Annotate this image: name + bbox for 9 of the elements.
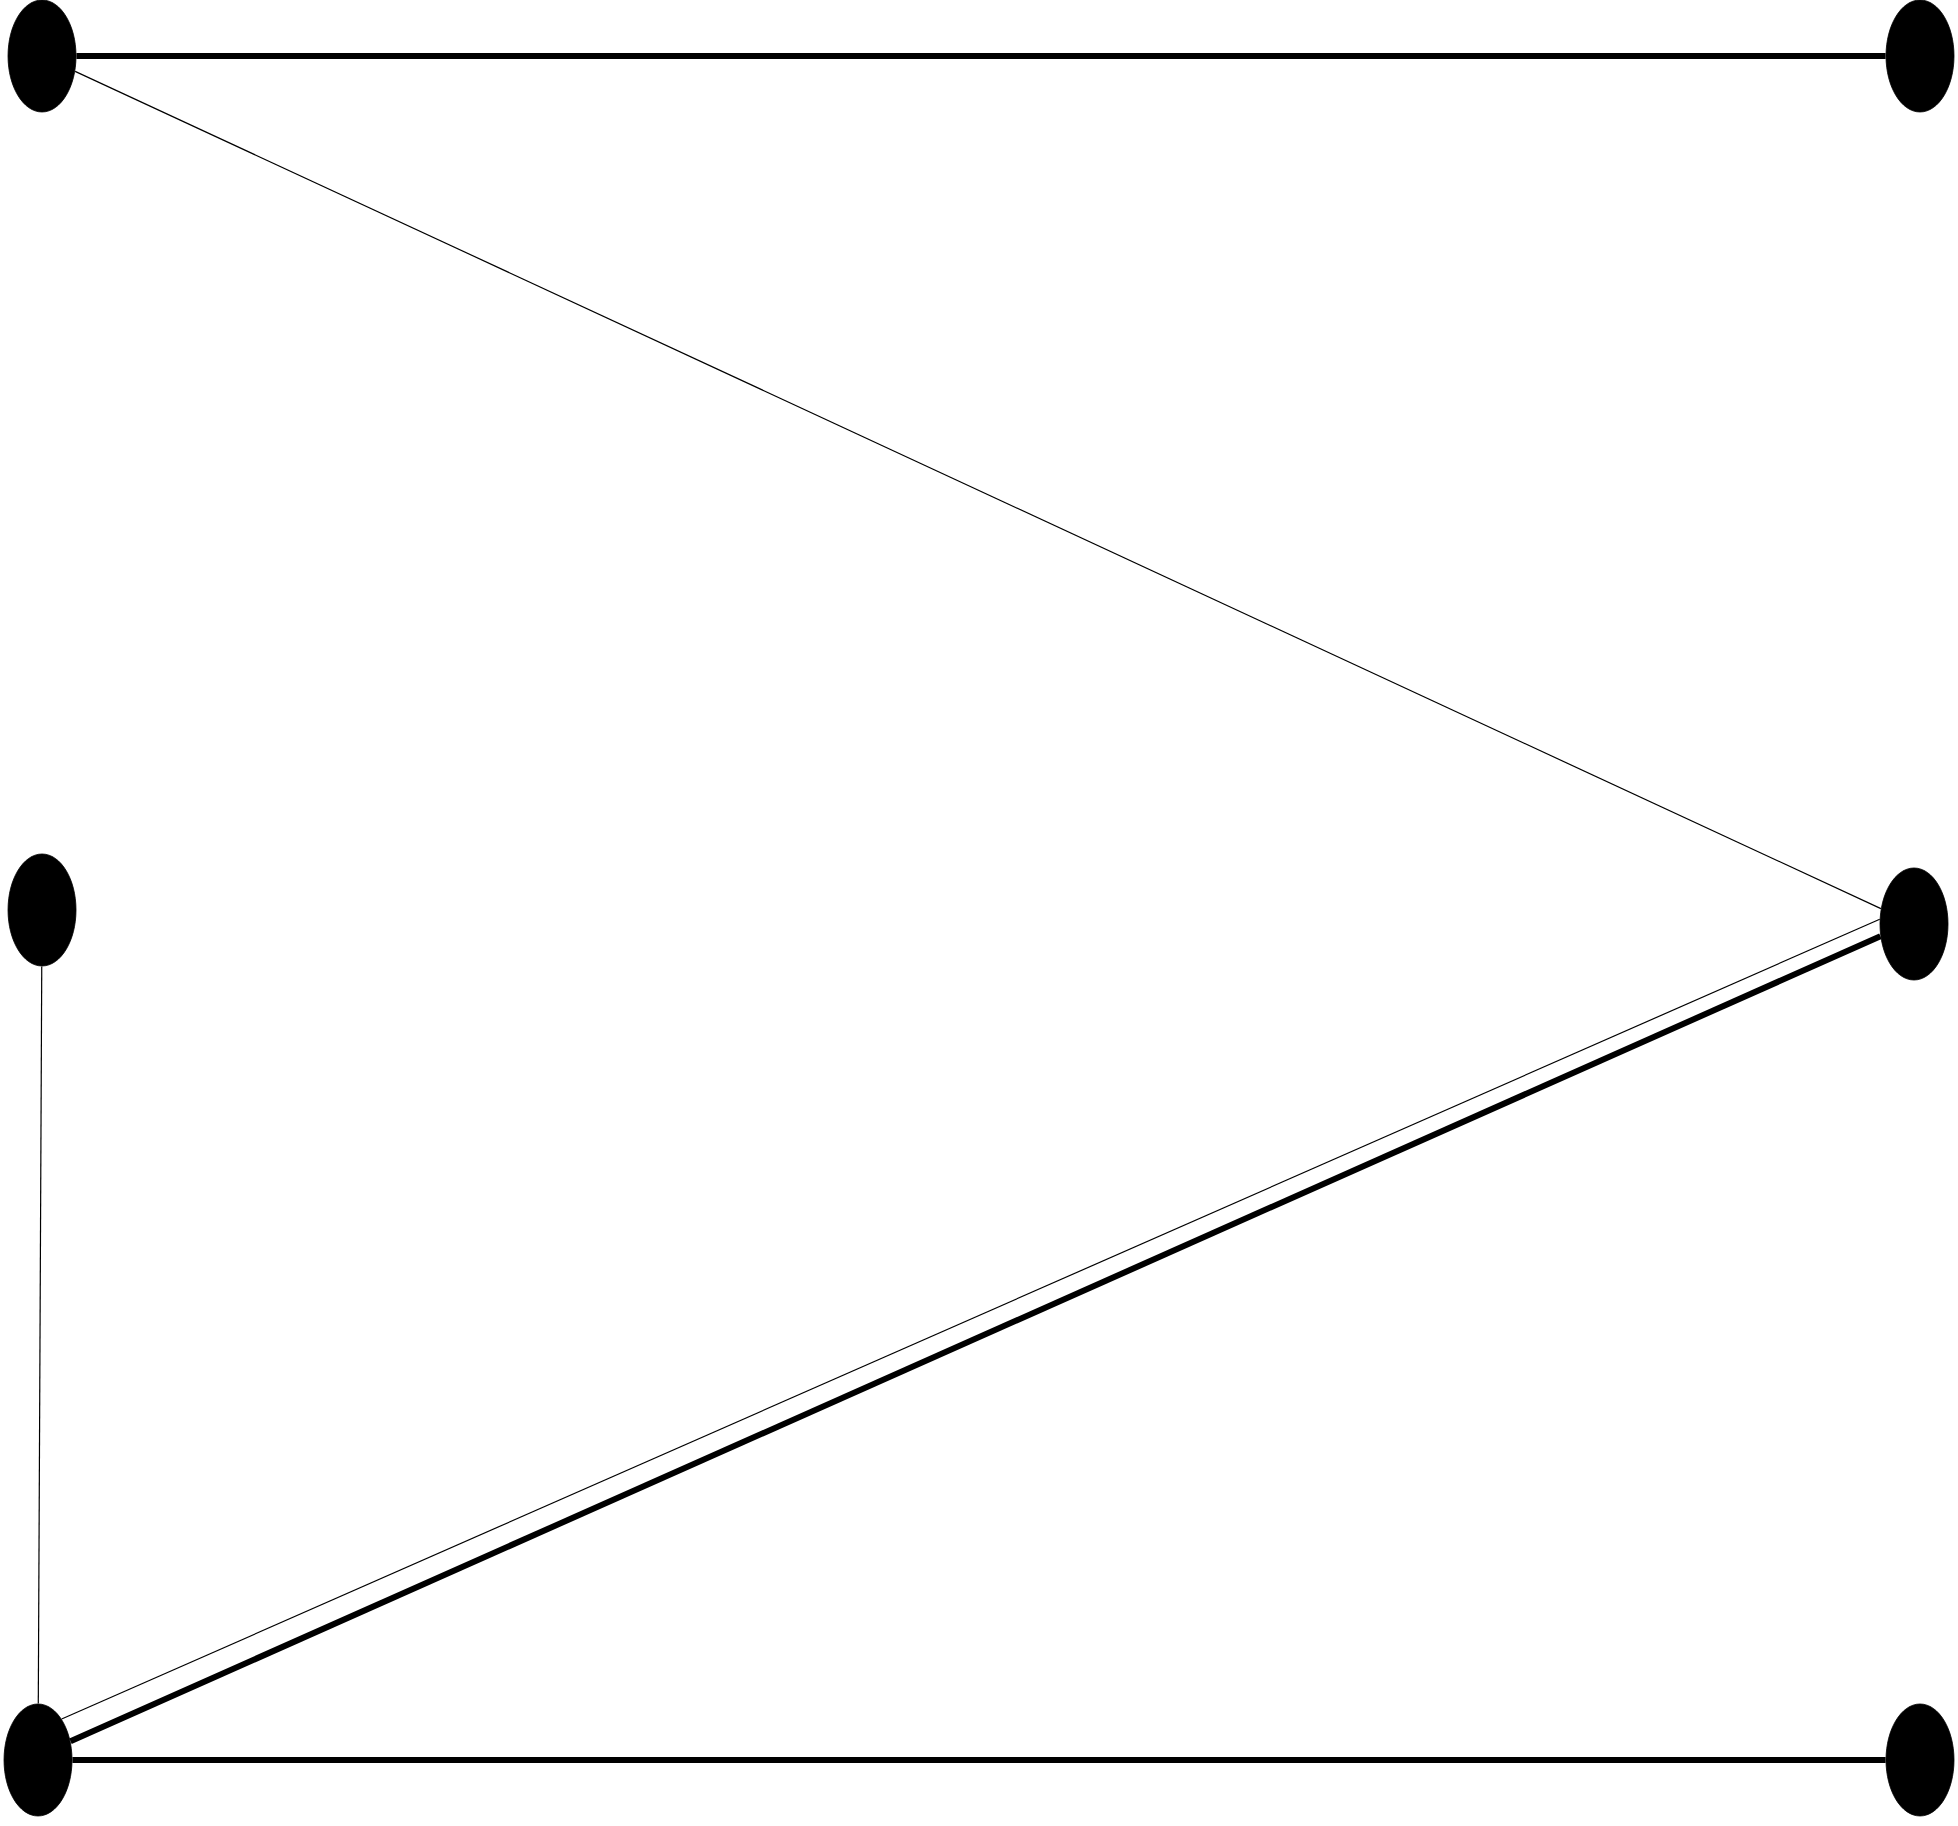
ellipse-node <box>3 1703 73 1817</box>
ellipse-node <box>1885 0 1955 113</box>
connector-line <box>37 965 43 1705</box>
connector-line <box>76 53 1886 59</box>
ellipse-node <box>1879 867 1949 981</box>
ellipse-node <box>7 853 77 967</box>
connector-line <box>72 1757 1886 1763</box>
ellipse-node <box>1885 1703 1955 1817</box>
connector-line <box>74 70 1882 910</box>
